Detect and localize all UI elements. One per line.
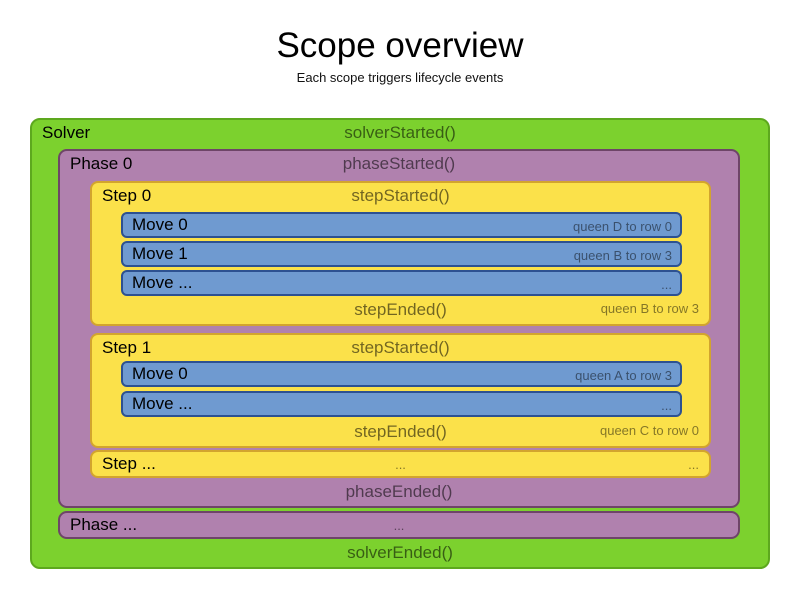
move-label: Move ... (132, 273, 193, 292)
move-row: Move 0 queen A to row 3 (121, 361, 682, 387)
move-detail: ... (661, 277, 672, 292)
move-label: Move 0 (132, 215, 188, 234)
step-0-ended-event: stepEnded() (354, 300, 447, 319)
step-0-ended-detail: queen B to row 3 (600, 301, 699, 316)
move-detail: ... (661, 398, 672, 413)
phase-ended-event: phaseEnded() (345, 482, 453, 501)
move-label: Move 1 (132, 244, 188, 263)
step-1-started-event: stepStarted() (351, 338, 450, 357)
move-detail: queen B to row 3 (573, 248, 672, 263)
move-row: Move ... ... (121, 270, 682, 296)
step-more-center-dots: ... (395, 457, 406, 472)
step-1-label: Step 1 (102, 338, 152, 357)
step-more-label: Step ... (102, 454, 156, 473)
move-detail: queen A to row 3 (575, 368, 672, 383)
step-1-ended-event: stepEnded() (354, 422, 447, 441)
step-1-ended-detail: queen C to row 0 (599, 423, 699, 438)
phase-more-scope-box: Phase ... ... (58, 511, 740, 539)
page-title: Scope overview (276, 26, 524, 65)
phase-more-label: Phase ... (70, 515, 138, 534)
phase-more-dots: ... (393, 518, 405, 533)
step-1-scope-box: Step 1 stepStarted() stepEnded() queen C… (90, 333, 711, 448)
move-label: Move ... (132, 394, 193, 413)
solver-started-event: solverStarted() (344, 123, 456, 142)
step-0-started-event: stepStarted() (351, 186, 450, 205)
step-more-right-dots: ... (688, 457, 699, 472)
move-row: Move ... ... (121, 391, 682, 417)
page-subtitle: Each scope triggers lifecycle events (296, 70, 504, 85)
solver-ended-event: solverEnded() (347, 543, 453, 562)
solver-label: Solver (42, 123, 91, 142)
move-detail: queen D to row 0 (572, 219, 672, 234)
move-label: Move 0 (132, 364, 188, 383)
step-0-label: Step 0 (102, 186, 152, 205)
phase-started-event: phaseStarted() (342, 154, 456, 173)
move-row: Move 0 queen D to row 0 (121, 212, 682, 238)
step-more-scope-box: Step ... ... ... (90, 450, 711, 478)
move-row: Move 1 queen B to row 3 (121, 241, 682, 267)
phase-0-label: Phase 0 (70, 154, 133, 173)
